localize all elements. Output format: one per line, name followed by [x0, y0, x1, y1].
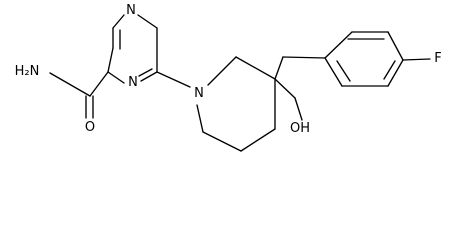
piperidine-nitrogen-label: N — [194, 86, 204, 101]
bond — [137, 14, 158, 29]
bond — [387, 31, 404, 61]
bond — [282, 56, 326, 59]
fluorophenyl-ring — [324, 31, 431, 87]
bond — [49, 72, 91, 97]
bond — [294, 97, 303, 121]
fluorine-label: F — [434, 51, 441, 66]
bond — [402, 58, 431, 61]
bond — [324, 57, 343, 87]
bond — [240, 128, 276, 152]
bond — [207, 56, 237, 86]
bond — [324, 31, 353, 59]
bond — [383, 60, 396, 80]
bond — [336, 60, 351, 82]
bond — [196, 104, 204, 133]
amide-nitrogen-label: H₂N — [15, 64, 40, 79]
bond — [235, 56, 276, 80]
bond — [112, 14, 125, 29]
pyrazine-ring — [107, 14, 158, 84]
hydroxyl-label: OH — [290, 121, 310, 136]
amide-oxygen-label: O — [85, 120, 95, 135]
bond — [107, 47, 114, 73]
bond — [107, 71, 125, 84]
piperidine-ring — [196, 78, 276, 152]
bond — [89, 71, 109, 97]
nitrogen-label-pyrazine-bottom: N — [128, 75, 138, 90]
bond — [274, 78, 296, 99]
bond — [274, 56, 284, 80]
bond — [202, 131, 242, 152]
atom-labels: N N H₂N O N F OH — [15, 3, 442, 136]
nitrogen-label-pyrazine-top: N — [126, 3, 136, 18]
bond — [140, 71, 158, 82]
chemical-structure: N N H₂N O N F OH — [15, 3, 442, 152]
carboxamide — [49, 71, 109, 119]
bond — [138, 68, 153, 77]
linker-bonds — [156, 56, 326, 121]
bond — [387, 59, 404, 87]
bond — [156, 71, 191, 88]
